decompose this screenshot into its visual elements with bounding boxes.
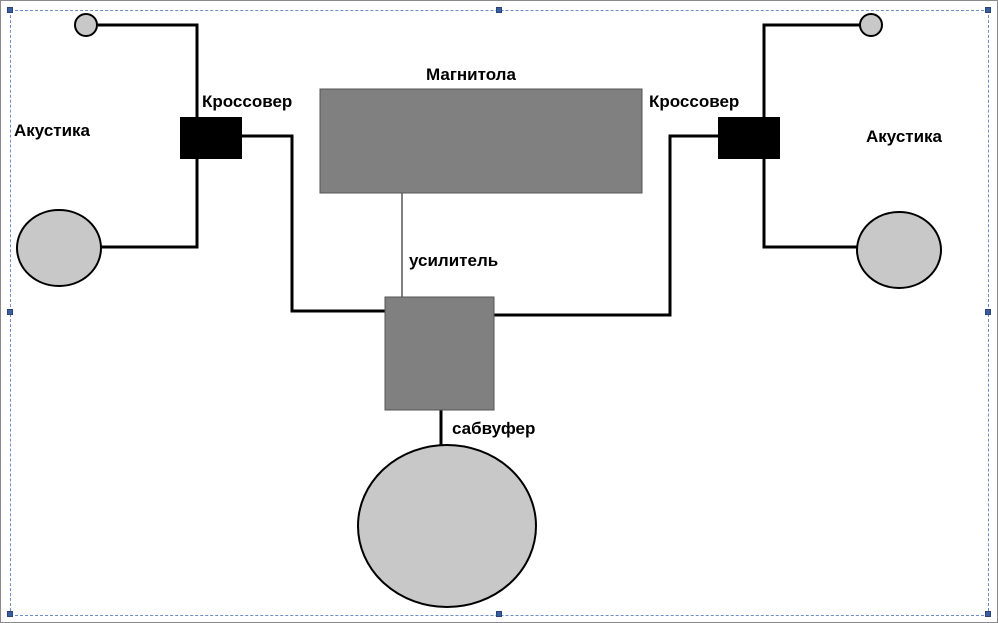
crossover-left-box[interactable] bbox=[180, 117, 242, 159]
resize-handle-middle-left[interactable] bbox=[7, 309, 13, 315]
resize-handle-bottom-center[interactable] bbox=[496, 611, 502, 617]
amplifier-box[interactable] bbox=[384, 296, 495, 411]
woofer-left-icon[interactable] bbox=[16, 209, 102, 287]
resize-handle-top-center[interactable] bbox=[496, 7, 502, 13]
subwoofer-icon[interactable] bbox=[357, 444, 537, 608]
amplifier-label: усилитель bbox=[409, 251, 498, 270]
subwoofer-label: сабвуфер bbox=[452, 419, 535, 438]
head-unit-box[interactable] bbox=[319, 88, 643, 194]
resize-handle-bottom-left[interactable] bbox=[7, 611, 13, 617]
resize-handle-middle-right[interactable] bbox=[985, 309, 991, 315]
wiring bbox=[98, 23, 860, 447]
crossover-right-label: Кроссовер bbox=[649, 92, 739, 111]
wire-right-tweeter bbox=[762, 23, 860, 117]
wire-right-woofer bbox=[762, 159, 860, 249]
wire-right-crossover-amplifier bbox=[494, 134, 718, 317]
wire-left-tweeter bbox=[98, 23, 199, 117]
wire-left-crossover-amplifier bbox=[242, 134, 385, 313]
tweeter-left-icon[interactable] bbox=[74, 13, 98, 37]
tweeter-right-icon[interactable] bbox=[859, 13, 883, 37]
crossover-right-box[interactable] bbox=[718, 117, 780, 159]
wire-left-woofer bbox=[101, 159, 199, 249]
resize-handle-bottom-right[interactable] bbox=[985, 611, 991, 617]
head-unit-label: Магнитола bbox=[426, 65, 516, 84]
resize-handle-top-right[interactable] bbox=[985, 7, 991, 13]
acoustics-left-label: Акустика bbox=[14, 121, 91, 140]
woofer-right-icon[interactable] bbox=[856, 211, 942, 289]
crossover-left-label: Кроссовер bbox=[202, 92, 292, 111]
resize-handle-top-left[interactable] bbox=[7, 7, 13, 13]
acoustics-right-label: Акустика bbox=[866, 127, 943, 146]
